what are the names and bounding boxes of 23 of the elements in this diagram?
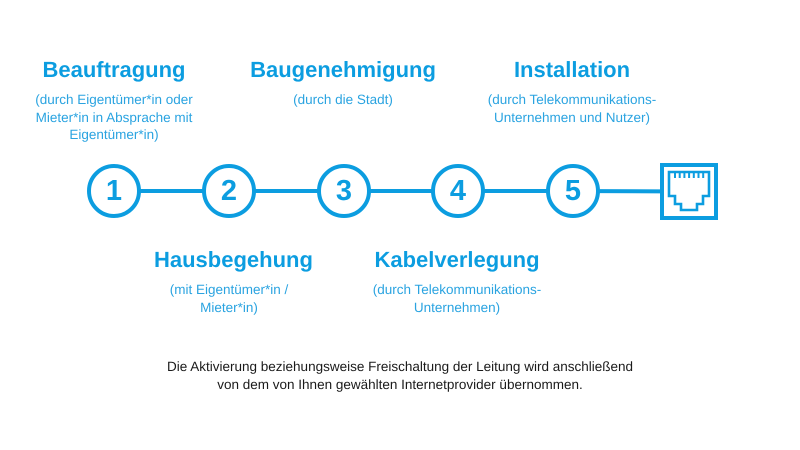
step-title: Beauftragung <box>42 57 186 83</box>
connector-line <box>140 189 203 193</box>
step-description: (durch Eigentümer*in oder Mieter*in in Absprache mit Eigentümer*in) <box>34 91 194 144</box>
step-number: 5 <box>564 176 582 206</box>
step-circle <box>87 164 141 218</box>
ethernet-port-icon <box>660 163 718 220</box>
step-number: 2 <box>220 176 238 206</box>
step-title: Baugenehmigung <box>250 57 436 83</box>
step-number: 3 <box>336 176 352 206</box>
step-number: 4 <box>450 176 466 206</box>
step-title: Installation <box>514 57 630 83</box>
step-title: Kabelverlegung <box>374 247 540 273</box>
step-title: Hausbegehung <box>154 247 313 273</box>
step-description: (durch Telekommunikations- Unternehmen und Nutzer) <box>486 91 658 126</box>
step-description: (durch die Stadt) <box>293 91 393 108</box>
connector-line <box>598 189 661 194</box>
connector-line <box>484 189 547 193</box>
note-text: Die Aktivierung beziehungsweise Freischaltung der Leitung wird anschließend von dem von Ihnen gewählten Internetprovider übernommen. <box>166 358 634 393</box>
connector-line <box>255 189 318 193</box>
step-number: 1 <box>106 176 122 206</box>
step-description: (durch Telekommunikations- Unternehmen) <box>372 281 542 316</box>
step-description: (mit Eigentümer*in / Mieter*in) <box>168 281 290 316</box>
connector-line <box>370 189 432 193</box>
